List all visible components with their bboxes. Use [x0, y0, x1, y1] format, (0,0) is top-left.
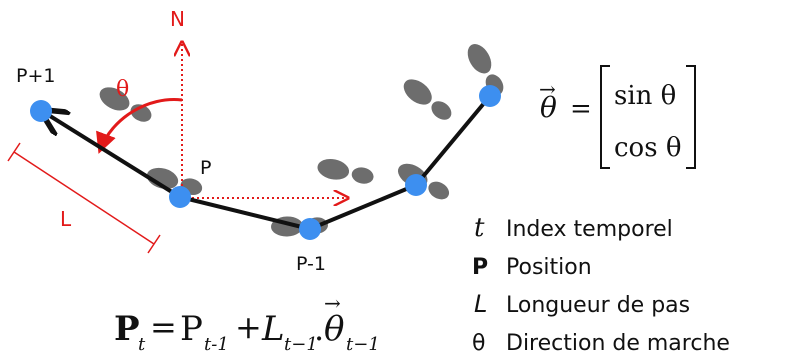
- track-point-next: [30, 100, 52, 122]
- footprint: [396, 71, 459, 128]
- track-point: [405, 174, 427, 196]
- step-length-label: L: [60, 207, 72, 231]
- vector-equals: =: [570, 94, 592, 124]
- track-point-prev: [299, 218, 321, 240]
- next-step-arrow: [42, 111, 182, 199]
- north-label: N: [170, 7, 185, 31]
- legend-symbol-p: P: [472, 255, 488, 280]
- footprint: [313, 154, 378, 190]
- heading-angle-arc: [96, 98, 183, 154]
- vector-symbol: θ: [540, 91, 557, 124]
- track-point: [479, 85, 501, 107]
- step-length-tick: [147, 234, 161, 254]
- direction-vector-formula: → θ = sin θ cos θ: [539, 65, 696, 169]
- formula-lhs: P: [114, 309, 140, 349]
- track-points: [30, 85, 501, 240]
- formula-theta-arrow: →: [324, 291, 341, 315]
- legend-symbol-theta: θ: [472, 331, 485, 356]
- vector-row-sin: sin θ: [614, 81, 676, 111]
- legend-symbol-t: t: [474, 213, 485, 243]
- footprints: [93, 37, 512, 240]
- formula-l: L: [261, 309, 285, 349]
- point-label-next: P+1: [16, 65, 55, 87]
- legend-text-p: Position: [506, 255, 592, 280]
- left-bracket: [600, 65, 610, 169]
- legend-symbol-l: L: [474, 290, 487, 318]
- theta-label: θ: [116, 77, 129, 102]
- formula-theta: θ: [324, 309, 344, 349]
- formula-lhs-sub: t: [138, 334, 146, 355]
- legend: t Index temporel P Position L Longueur d…: [472, 213, 730, 356]
- trajectory-path: [179, 94, 492, 231]
- formula-l-sub: t−1: [284, 334, 318, 355]
- step-length-indicator: [13, 151, 155, 245]
- point-label-current: P: [200, 157, 211, 179]
- formula-equals: =: [150, 308, 177, 346]
- formula-p: P: [180, 309, 203, 349]
- right-bracket: [686, 65, 696, 169]
- formula-dot: .: [314, 310, 324, 348]
- legend-text-t: Index temporel: [506, 217, 673, 242]
- track-point-current: [169, 186, 191, 208]
- legend-text-l: Longueur de pas: [506, 293, 690, 318]
- position-update-formula: P t = P t-1 + L t−1 . → θ t−1: [114, 291, 380, 355]
- point-label-prev: P-1: [296, 253, 326, 275]
- legend-text-theta: Direction de marche: [506, 331, 730, 356]
- formula-theta-sub: t−1: [346, 334, 380, 355]
- vector-arrow: →: [539, 77, 556, 101]
- formula-p-sub: t-1: [204, 334, 229, 355]
- vector-row-cos: cos θ: [614, 133, 681, 163]
- formula-plus: +: [235, 308, 262, 346]
- step-length-tick: [7, 142, 21, 162]
